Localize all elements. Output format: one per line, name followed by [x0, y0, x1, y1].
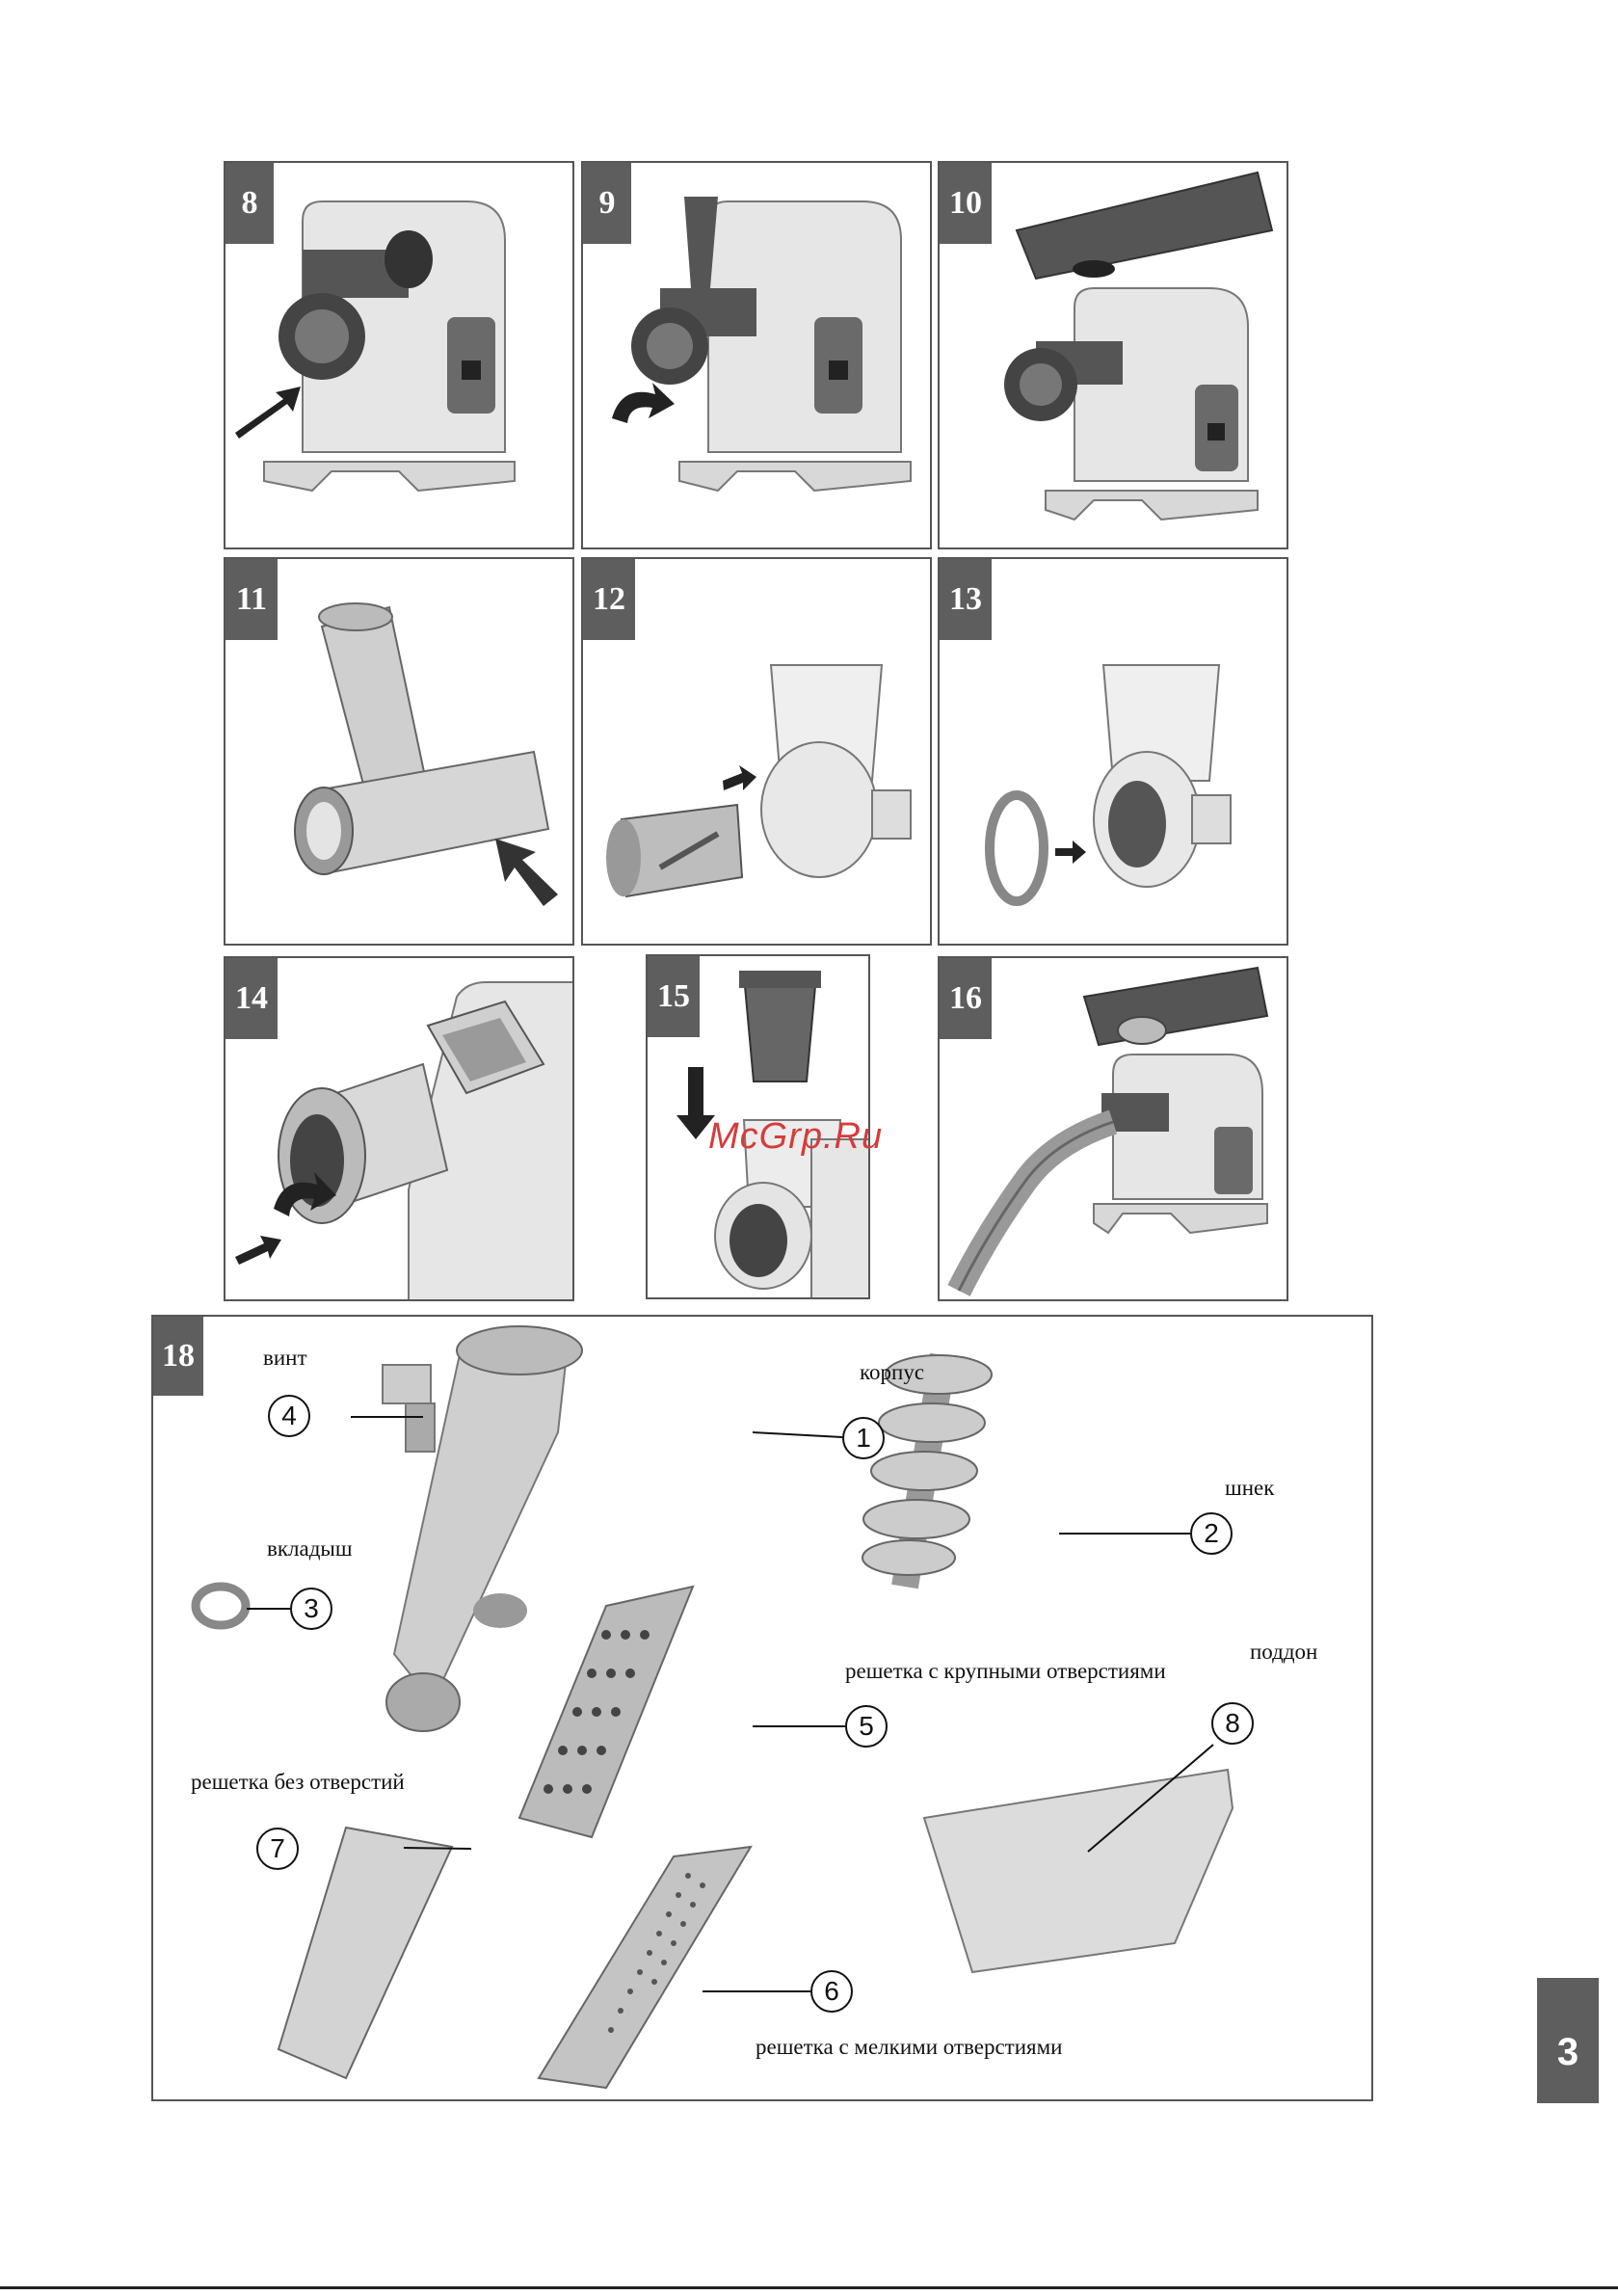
meat-grinder-with-feeder-illustration — [583, 163, 932, 549]
label-fine-grid: решетка с мелкими отверстиями — [756, 2035, 1062, 2060]
step-9-panel: 9 — [581, 161, 932, 549]
bottom-rule — [0, 2286, 1618, 2289]
label-coarse-grid: решетка с крупными отверстиями — [845, 1659, 1166, 1684]
grater-housing-illustration — [225, 559, 574, 946]
grater-assembly-illustration — [583, 559, 932, 946]
step-12-panel: 12 — [581, 557, 932, 946]
step-10-panel: 10 — [938, 161, 1288, 549]
step-16-panel: 16 — [938, 956, 1288, 1301]
meat-grinder-illustration — [225, 163, 574, 549]
step-18-parts-diagram: 18 — [151, 1315, 1373, 2101]
label-tray: поддон — [1250, 1640, 1317, 1665]
callout-1: 1 — [842, 1417, 885, 1459]
grater-ring-illustration — [940, 559, 1288, 946]
step-14-panel: 14 — [224, 956, 574, 1301]
callout-6: 6 — [810, 1970, 853, 2013]
step-13-panel: 13 — [938, 557, 1288, 946]
page-number: 3 — [1537, 1978, 1599, 2103]
parts-diagram-art — [153, 1317, 1373, 2101]
callout-4: 4 — [268, 1395, 310, 1437]
label-screw: винт — [263, 1346, 307, 1371]
callout-2: 2 — [1190, 1512, 1233, 1555]
step-11-panel: 11 — [224, 557, 574, 946]
meat-grinder-with-nozzle-illustration — [940, 958, 1288, 1301]
meat-grinder-with-tray-illustration — [940, 163, 1288, 549]
callout-5: 5 — [845, 1705, 888, 1748]
callout-3: 3 — [290, 1588, 332, 1630]
callout-7: 7 — [256, 1828, 299, 1870]
label-insert: вкладыш — [267, 1536, 353, 1562]
watermark: McGrp.Ru — [708, 1116, 883, 1158]
label-solid-grid: решетка без отверстий — [191, 1770, 405, 1795]
label-auger: шнек — [1225, 1476, 1274, 1501]
label-housing: корпус — [860, 1360, 924, 1385]
grater-mounted-illustration — [225, 958, 574, 1301]
step-8-panel: 8 — [224, 161, 574, 549]
callout-8: 8 — [1211, 1702, 1254, 1745]
